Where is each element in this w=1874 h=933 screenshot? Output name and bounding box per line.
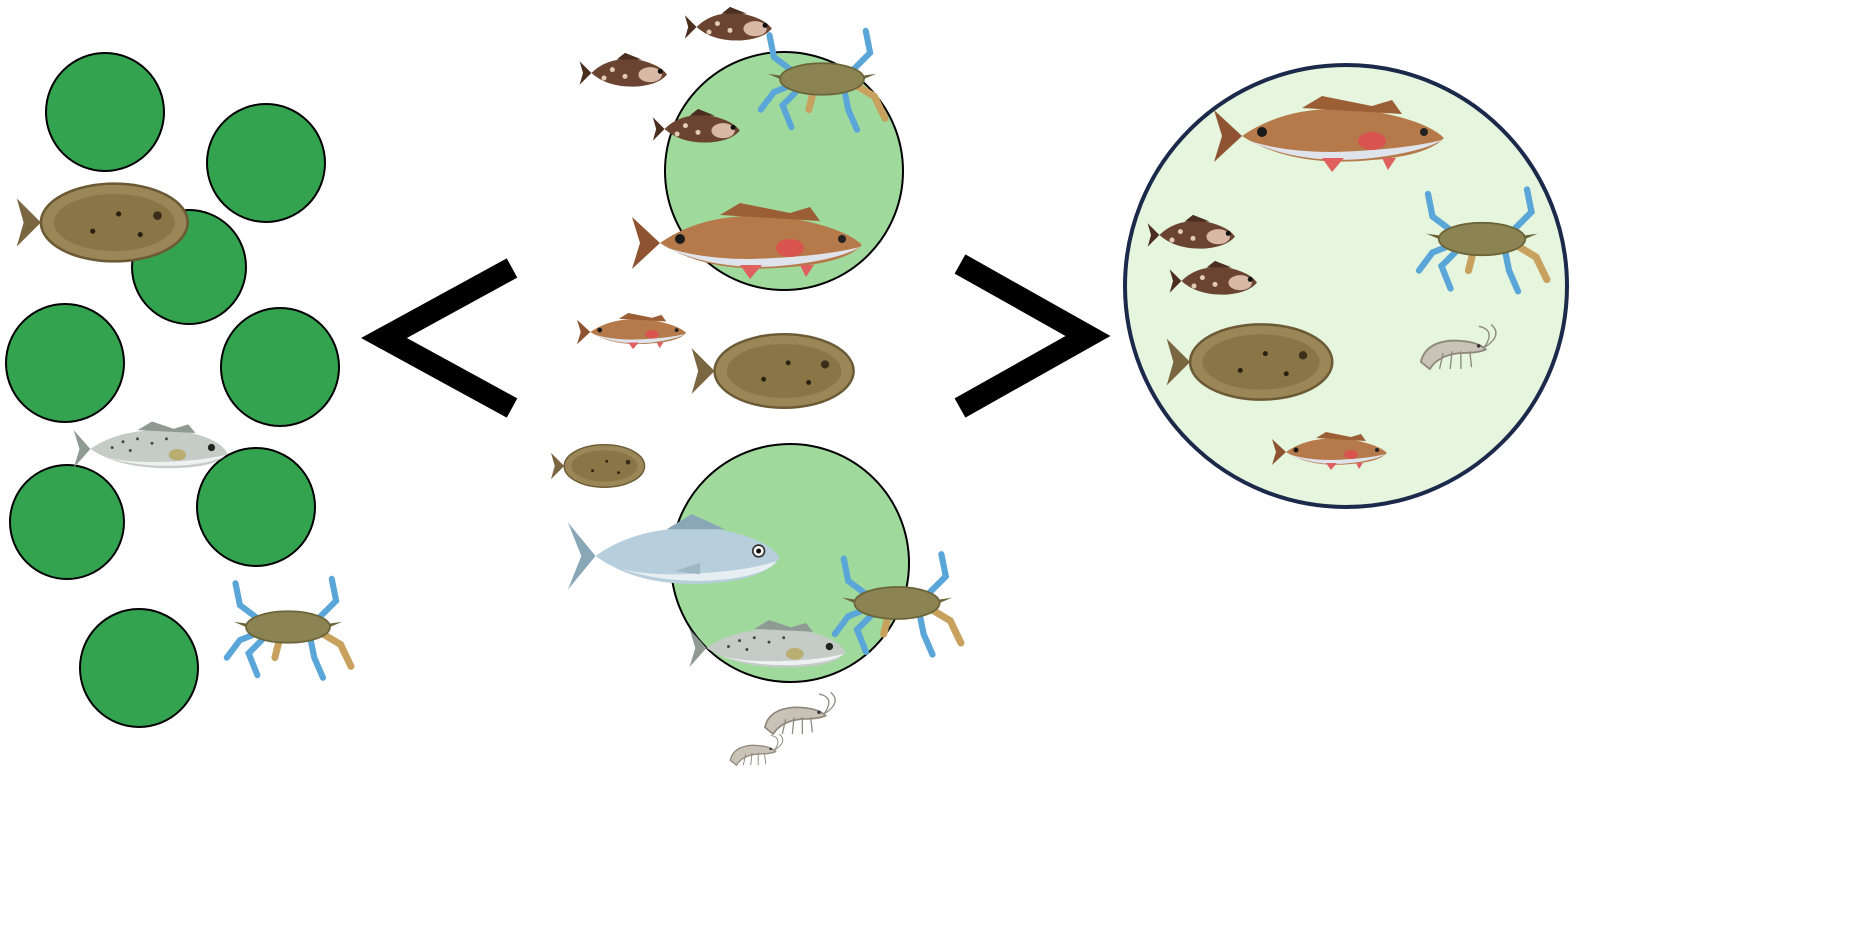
shrimp-icon	[765, 692, 835, 734]
flounder-icon	[692, 334, 854, 408]
flounder-icon	[17, 184, 188, 262]
spotted-seatrout-icon	[74, 421, 228, 468]
habitat-patch	[80, 609, 198, 727]
greater-than-symbol	[960, 264, 1088, 408]
habitat-patch	[6, 304, 124, 422]
blue-crab-icon	[227, 579, 351, 678]
habitat-patch	[46, 53, 164, 171]
killifish-icon	[685, 7, 772, 41]
redfish-icon	[577, 313, 686, 349]
flounder-icon	[551, 445, 645, 488]
habitat-patch	[221, 308, 339, 426]
habitat-patch	[207, 104, 325, 222]
shrimp-icon	[730, 734, 783, 765]
habitat-patch	[10, 465, 124, 579]
less-than-symbol	[384, 268, 512, 408]
intermediate-habitat-panel	[551, 7, 961, 765]
fragmented-habitat-panel	[6, 53, 351, 727]
killifish-icon	[580, 53, 667, 87]
continuous-habitat-panel	[1125, 65, 1567, 507]
habitat-patch	[197, 448, 315, 566]
